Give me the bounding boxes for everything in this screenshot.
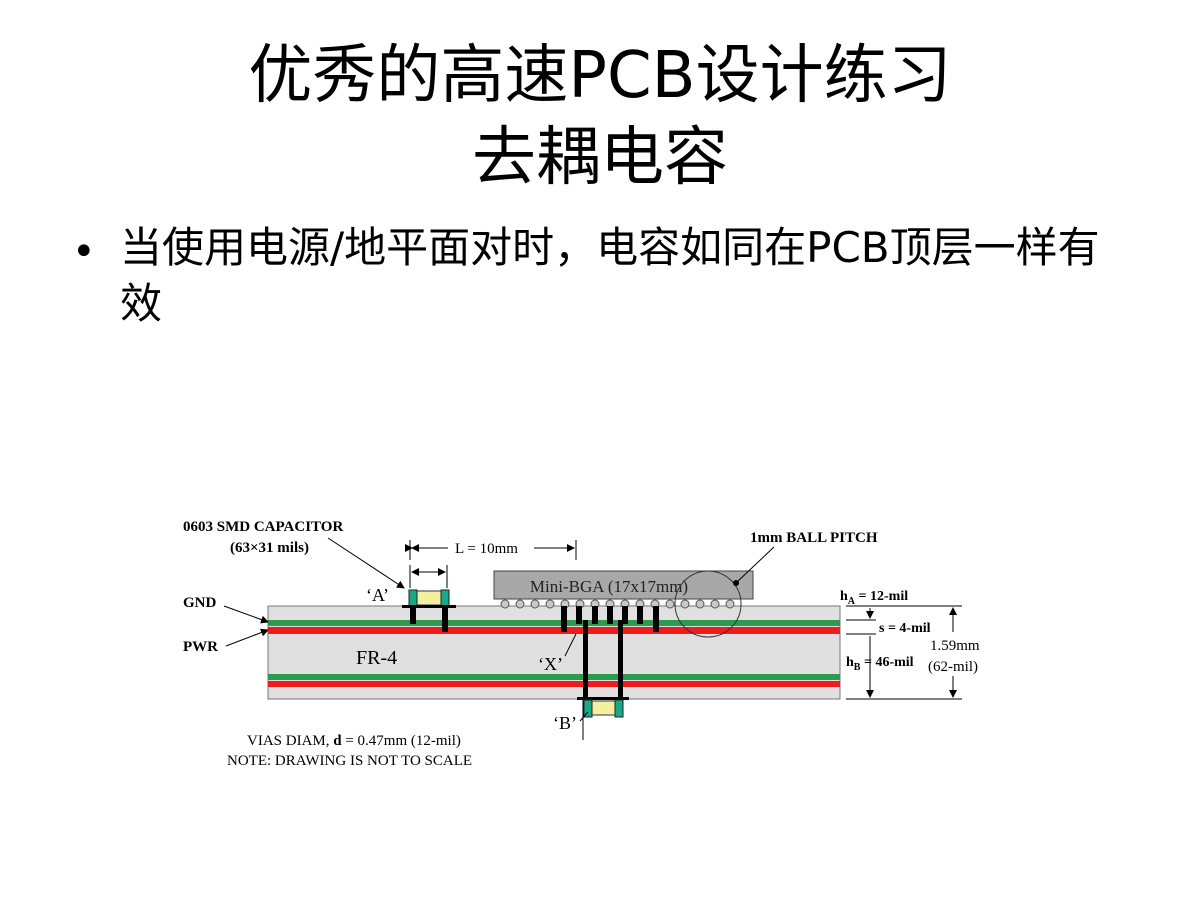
label-x: ‘X’ [538, 654, 563, 674]
mini-bga-package: Mini-BGA (17x17mm) [493, 570, 754, 700]
gnd-label: GND [183, 595, 217, 611]
length-label: L = 10mm [455, 541, 518, 557]
label-a: ‘A’ [366, 585, 389, 605]
pwr-plane-top [268, 627, 840, 634]
thickness-dimensions [846, 605, 962, 700]
bga-label: Mini-BGA (17x17mm) [530, 577, 688, 596]
bullet-dot: • [72, 229, 96, 275]
label-b: ‘B’ [553, 713, 577, 733]
pwr-pointer [225, 628, 269, 647]
bga-body [493, 570, 754, 600]
ball-pitch-circle [674, 570, 742, 638]
cap-a-via-left [410, 606, 416, 624]
cap-a-via-right [442, 606, 448, 632]
bga-vias [561, 606, 659, 700]
pcb-stackup [267, 605, 841, 700]
fr4-label: FR-4 [356, 647, 397, 669]
slide-title-line1: 优秀的高速PCB设计练习 [248, 39, 952, 113]
gnd-plane-top [268, 620, 840, 626]
ha-label: hA = 12-mil [840, 589, 908, 607]
thickness-label: 1.59mm [930, 638, 980, 654]
bullet-text: 当使用电源/地平面对时，电容如同在PCB顶层一样有效 [120, 223, 1100, 328]
pwr-label: PWR [183, 639, 218, 655]
x-pointer [564, 633, 577, 657]
ball-pitch-label: 1mm BALL PITCH [750, 530, 878, 546]
cap-a-body [415, 590, 443, 606]
hb-label: hB = 46-mil [846, 655, 914, 673]
capacitor-a-top [402, 589, 456, 632]
scale-note: NOTE: DRAWING IS NOT TO SCALE [227, 753, 472, 769]
capacitor-label: 0603 SMD CAPACITOR [183, 519, 343, 535]
slide-title-line2: 去耦电容 [472, 121, 728, 195]
capacitor-b-bottom [577, 697, 629, 718]
length-dimension [405, 540, 577, 588]
cap-a-terminal-right [440, 589, 450, 607]
b-pointer [579, 711, 589, 722]
s-label: s = 4-mil [879, 621, 931, 636]
capacitor-pointer [327, 537, 405, 589]
ball-pitch-pointer [736, 546, 775, 583]
cap-b-terminal-right [614, 699, 624, 718]
capacitor-size-label: (63×31 mils) [230, 540, 309, 556]
gnd-pointer [223, 605, 269, 624]
cap-b-terminal-left [583, 699, 593, 718]
gnd-plane-bottom [268, 674, 840, 680]
pwr-plane-bottom [268, 681, 840, 687]
via-diameter-note: VIAS DIAM, d = 0.47mm (12-mil) [247, 733, 461, 749]
cap-a-terminal-left [408, 589, 418, 607]
thickness-mil-label: (62-mil) [928, 659, 978, 675]
cap-b-body [590, 700, 617, 716]
